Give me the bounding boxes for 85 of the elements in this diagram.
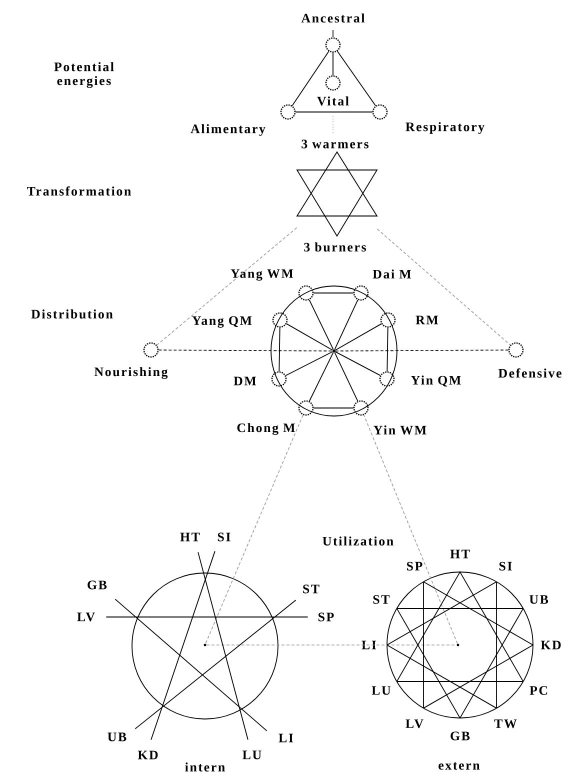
node-label: Yang QM <box>192 316 252 328</box>
section-label: intern <box>185 762 225 772</box>
node-label: UB <box>529 595 548 604</box>
connector-line <box>460 608 524 718</box>
node-label: PC <box>530 686 548 695</box>
dashed-line <box>206 644 457 646</box>
node-label: SP <box>406 562 422 571</box>
connector-line <box>396 572 460 682</box>
node-label: GB <box>88 580 107 590</box>
node-label: DM <box>234 376 256 386</box>
node-label: LU <box>372 686 390 695</box>
connector-line <box>308 352 334 402</box>
node-label: Defensive <box>498 368 562 378</box>
dashed-line <box>156 227 298 346</box>
node-label: RM <box>416 316 438 324</box>
connector-line <box>386 644 497 709</box>
connector-line <box>334 351 381 376</box>
node-label: LI <box>362 640 376 650</box>
node-label: Ancestral <box>301 13 365 23</box>
section-label: extern <box>438 762 480 770</box>
connector-line <box>396 608 460 718</box>
node-label: Yin QM <box>411 375 461 387</box>
node-label: LI <box>278 734 294 742</box>
junction-point <box>204 644 206 646</box>
node-label: KD <box>138 750 158 760</box>
node-label: HT <box>180 532 200 542</box>
node-label: ST <box>373 595 390 604</box>
section-label: Transformation <box>27 186 131 196</box>
node-label: Respiratory <box>406 122 484 134</box>
node-label: SP <box>318 612 334 622</box>
connector-line <box>292 50 330 106</box>
node-label: 3 burners <box>304 242 366 252</box>
node-label: Alimentary <box>190 124 266 136</box>
connector-line <box>106 616 308 618</box>
connector-line <box>396 681 524 682</box>
connector-line <box>308 299 334 350</box>
connector-line <box>134 600 296 730</box>
section-label: Distribution <box>31 309 113 319</box>
dashed-line <box>364 414 458 644</box>
node-label: KD <box>540 640 561 650</box>
connector-line <box>286 323 334 351</box>
node-label: SI <box>218 532 230 542</box>
node-label: TW <box>494 719 517 728</box>
dashed-line <box>335 350 509 352</box>
connector-line <box>496 582 497 708</box>
dashed-line <box>205 414 304 644</box>
connector-line <box>460 572 524 682</box>
node-label: LU <box>242 750 262 760</box>
connector-line <box>285 351 334 376</box>
connector-line <box>198 552 248 740</box>
dashed-line <box>158 350 333 352</box>
node-label: Dai M <box>372 269 411 279</box>
node-label: GB <box>450 732 470 740</box>
connector-line <box>396 608 524 609</box>
node-label: HT <box>450 550 470 558</box>
node-label: Yang WM <box>230 269 294 281</box>
connector-line <box>423 582 424 708</box>
connector-line <box>334 323 382 351</box>
node-label: 3 warmers <box>302 140 368 148</box>
dashed-line <box>376 228 511 346</box>
node-label: Nourishing <box>94 367 168 379</box>
connector-line <box>278 327 280 372</box>
node-label: Chong M <box>237 423 295 435</box>
node-label: UB <box>108 732 126 742</box>
node-label: Yin WM <box>374 425 426 435</box>
connector-line <box>423 581 534 646</box>
node-label: Vital <box>317 96 349 106</box>
connector-line <box>334 299 358 350</box>
connector-line <box>332 52 334 76</box>
connector-line <box>386 581 497 646</box>
junction-point <box>456 644 460 646</box>
junction-point <box>332 350 336 352</box>
node-label: ST <box>303 584 320 594</box>
section-label: Potential energies <box>54 62 114 88</box>
node-label: SI <box>499 562 512 571</box>
section-label: Utilization <box>322 536 394 546</box>
connector-line <box>150 550 216 740</box>
connector-line <box>423 644 534 709</box>
connector-line <box>313 292 354 294</box>
connector-line <box>386 327 388 372</box>
connector-line <box>114 598 268 732</box>
connector-line <box>334 352 358 402</box>
node-label: LV <box>406 719 424 728</box>
connector-line <box>336 50 376 106</box>
node-label: LV <box>77 612 95 622</box>
